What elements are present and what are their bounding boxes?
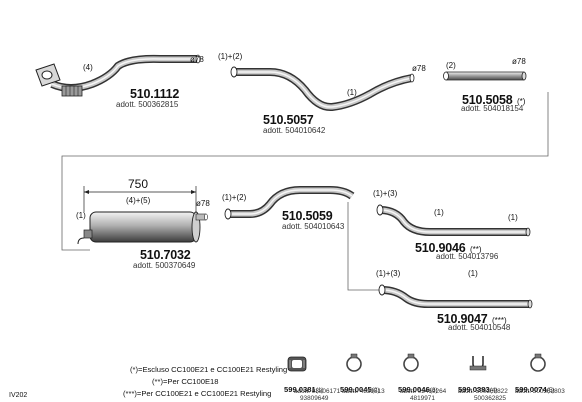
part-code: 510.7032: [140, 248, 191, 262]
small-part-adott: adott. 500362803: [515, 388, 565, 395]
small-part-code: 599.0383: [458, 385, 490, 394]
part-code-line: 510.5058 (*): [462, 92, 525, 108]
part-note: (1): [76, 211, 86, 220]
part-note: (1): [468, 269, 478, 278]
dimension-750: [83, 186, 197, 212]
part-note: (2): [446, 61, 456, 70]
pipe-510-5059: [224, 186, 355, 220]
part-adott: adott. 504013796: [436, 252, 499, 261]
part-note: (1): [434, 208, 444, 217]
clamp-ring-icon: [346, 353, 362, 372]
part-suffix: (*): [517, 97, 526, 106]
small-part-code: 599.0381: [284, 385, 316, 394]
part-adott: adott. 504018154: [461, 104, 524, 113]
part-note: (4): [83, 63, 93, 72]
small-part-code: 599.0046: [398, 385, 430, 394]
small-part-adott: adott. 93806171: [294, 388, 341, 395]
part-adott: adott. 500370649: [133, 261, 196, 270]
small-part-idx: (4): [489, 387, 498, 394]
figure-ref: IV202: [9, 392, 28, 399]
clamp-ring-icon: [530, 353, 546, 372]
diameter-label: ø78: [412, 64, 426, 73]
small-part-idx: (3): [429, 387, 438, 394]
small-part-code: 599.0074: [515, 385, 547, 394]
small-part-idx: (2): [371, 387, 380, 394]
diameter-label: ø78: [512, 57, 526, 66]
part-suffix: (***): [492, 316, 507, 325]
gasket-icon: [287, 356, 307, 372]
part-code: 510.9046: [415, 241, 466, 255]
part-code-line: 510.9046 (**): [415, 240, 482, 256]
small-part-code-line: 599.0381(1): [284, 380, 324, 396]
part-adott: adott. 504010643: [282, 222, 345, 231]
dimension-length: 750: [128, 177, 149, 191]
part-code: 510.9047: [437, 312, 488, 326]
part-adott: adott. 504010548: [448, 323, 511, 332]
part-note: (1): [347, 88, 357, 97]
part-code: 510.5059: [282, 209, 333, 223]
part-note: (1): [508, 213, 518, 222]
part-note: (4)+(5): [126, 196, 151, 205]
part-code: 510.1112: [130, 87, 180, 101]
small-part-code: 599.0045: [340, 385, 372, 394]
small-part-idx: (1): [315, 387, 324, 394]
pipe-510-9046: [376, 204, 531, 237]
connector-line: [61, 92, 549, 251]
small-part-code-line: 599.0383(4): [458, 380, 498, 396]
diameter-label: ø78: [196, 199, 210, 208]
pipe-510-1112: [35, 54, 201, 97]
part-note: (1)+(3): [373, 189, 398, 198]
small-part-adott: adott. 02469264: [400, 388, 447, 395]
legend-note: (***)=Per CC100E21 e CC100E21 Restyling: [123, 389, 272, 398]
part-adott: adott. 504010642: [263, 126, 326, 135]
part-note: (1)+(2): [218, 52, 243, 61]
pipe-510-5058: [443, 71, 527, 81]
pipe-510-9047: [378, 284, 533, 309]
muffler-510-7032: [77, 211, 208, 245]
clamp-ring-icon: [403, 353, 419, 372]
small-part-code-line: 599.0046(3): [398, 380, 438, 396]
legend-note: (*)=Escluso CC100E21 e CC100E21 Restylin…: [130, 365, 288, 374]
small-part-code-line: 599.0045(2): [340, 380, 380, 396]
small-part-adott: adott. 500362822: [458, 388, 508, 395]
connector-line: [347, 202, 380, 291]
part-code: 510.5057: [263, 113, 314, 127]
part-code: 510.5058: [462, 93, 513, 107]
pipe-510-5057: [230, 66, 415, 112]
diameter-label: ø78: [190, 55, 204, 64]
part-suffix: (**): [470, 245, 482, 254]
part-adott: adott. 500362815: [116, 100, 179, 109]
part-code-line: 510.9047 (***): [437, 311, 507, 327]
small-part-adott: 4819971: [410, 395, 435, 402]
legend-note: (**)=Per CC100E18: [152, 377, 219, 386]
small-part-adott: adott. 4839513: [342, 388, 385, 395]
small-part-idx: (5): [546, 387, 555, 394]
small-part-adott: 500362825: [474, 395, 506, 402]
small-part-code-line: 599.0074(5): [515, 380, 555, 396]
small-part-adott: 93809649: [300, 395, 329, 402]
u-bolt-clamp-icon: [469, 356, 487, 371]
part-note: (1)+(3): [376, 269, 401, 278]
part-note: (1)+(2): [222, 193, 247, 202]
